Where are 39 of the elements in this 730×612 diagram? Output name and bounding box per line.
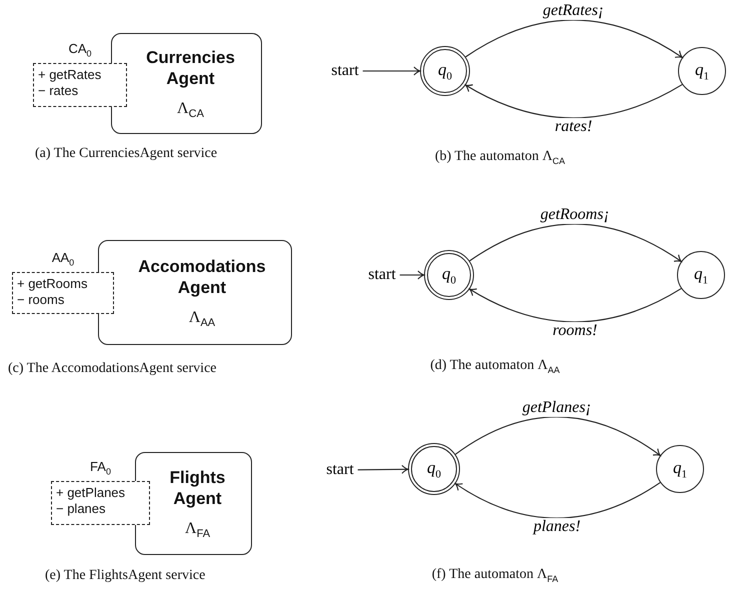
service-name: Currencies Agent [145,47,236,90]
operation-text: − planes [56,501,107,517]
start-label: start [368,266,396,284]
state-name: q$_{0}$ [442,264,456,286]
caption: (f) The automaton Λ$_{FA}$ [430,566,560,586]
port-name: FA$_{0}$ [89,459,112,479]
accepting-state-circle [420,46,470,96]
port-name: AA$_{0}$ [50,250,76,270]
service-name: Flights Agent [168,467,226,510]
automaton-symbol: Λ$_{FA}$ [184,520,210,540]
accepting-state-circle [408,443,460,495]
start-label: start [326,461,354,479]
state-name: q$_{1}$ [673,458,687,480]
service-box [135,452,252,555]
caption: (e) The FlightsAgent service [45,567,206,585]
state-name: q$_{0}$ [427,458,441,480]
operation-text: − rates [38,83,80,99]
accepting-state-circle [424,250,474,300]
caption: (c) The AccomodationsAgent service [8,360,218,378]
operation-text: − rooms [17,292,66,308]
operation-text: + getPlanes [56,485,126,501]
state-circle [677,251,725,299]
automaton-symbol: Λ$_{CA}$ [177,100,204,120]
caption: (a) The CurrenciesAgent service [35,145,218,163]
port-name: CA$_{0}$ [67,41,93,61]
state-circle [656,445,704,493]
caption: (d) The automaton Λ$_{AA}$ [429,357,561,376]
state-name: q$_{1}$ [695,60,709,82]
operation-text: + getRates [38,67,102,83]
caption: (b) The automaton Λ$_{CA}$ [434,148,566,168]
service-box [98,240,292,345]
start-label: start [331,62,359,80]
state-circle [678,47,726,95]
state-name: q$_{1}$ [694,264,708,286]
automaton-symbol: Λ$_{AA}$ [188,308,216,329]
state-name: q$_{0}$ [438,60,452,82]
service-box [111,33,262,134]
operation-text: + getRooms [17,276,88,292]
service-name: Accomodations Agent [137,256,267,299]
